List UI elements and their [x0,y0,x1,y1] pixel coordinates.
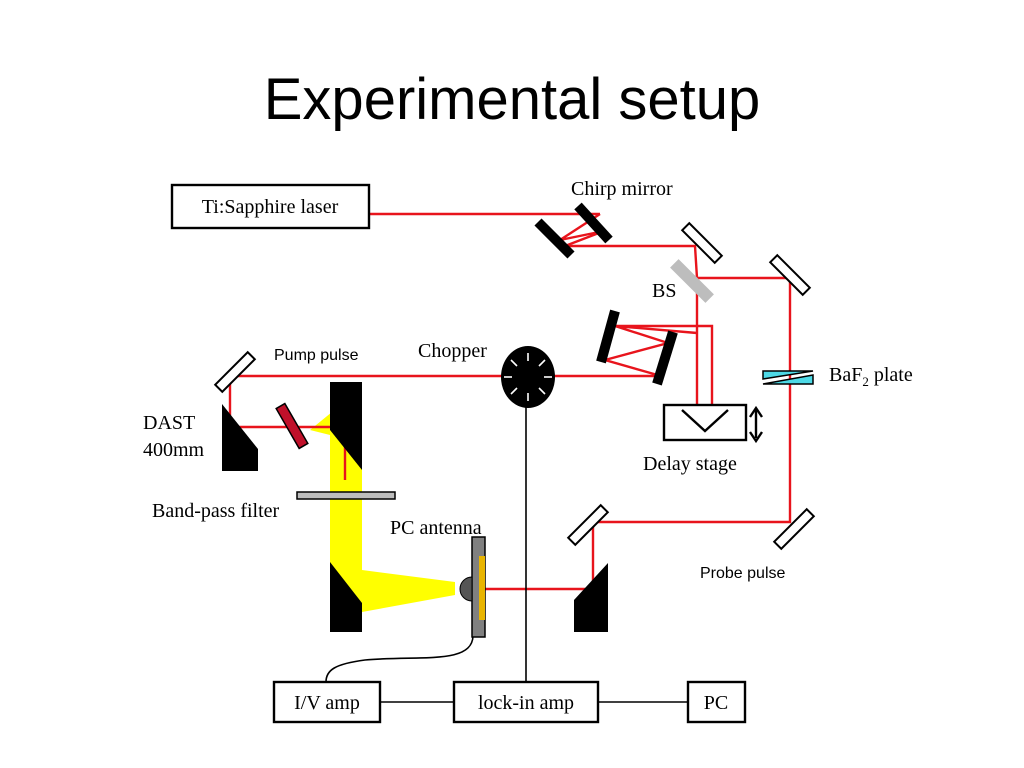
baf2-plate [762,370,814,385]
laser-label: Ti:Sapphire laser [202,196,339,218]
dast-crystal [222,404,258,471]
band-pass-filter-label: Band-pass filter [152,500,280,522]
page-title: Experimental setup [264,67,760,132]
mirror-probe [566,503,610,547]
chopper-label: Chopper [418,340,487,362]
beam-splitter [670,259,714,303]
lockin-amp-box [452,680,600,724]
probe-pulse-label: Probe pulse [700,565,785,582]
mirror-right-top [768,253,812,297]
delay-stage-label: Delay stage [643,453,737,475]
delay-stage-box [662,403,748,442]
chopper-icon [501,346,555,408]
pump-pulse-label: Pump pulse [274,347,359,364]
red-filter [275,402,309,450]
pc-label: PC [704,692,728,714]
signal-wiring [325,380,688,703]
chirp-mirror-label: Chirp mirror [571,178,673,200]
mirror-right-bottom [772,507,816,551]
laser-beam-paths [228,212,792,591]
mirror-pair [596,309,678,386]
baf2-plate-label: BaF2 plate [829,364,913,389]
mirror-pump [213,350,257,394]
laser-box [170,183,371,230]
parabolic-mirror-probe [574,563,608,632]
iv-amp-label: I/V amp [294,692,360,714]
delay-stage-arrow [749,405,763,444]
band-pass-filter [296,491,396,500]
pc-antenna [459,536,486,638]
thz-beam [310,400,455,612]
chirp-mirror [534,202,613,259]
pc-antenna-label: PC antenna [390,517,482,539]
bs-label: BS [652,280,676,302]
mirror-top [680,221,724,265]
pc-box [686,680,747,724]
parabolic-mirror-lower [330,562,362,632]
parabolic-mirror-upper [330,382,362,470]
iv-amp-box [272,680,382,724]
lockin-amp-label: lock-in amp [478,692,574,714]
retroreflector [681,409,729,433]
